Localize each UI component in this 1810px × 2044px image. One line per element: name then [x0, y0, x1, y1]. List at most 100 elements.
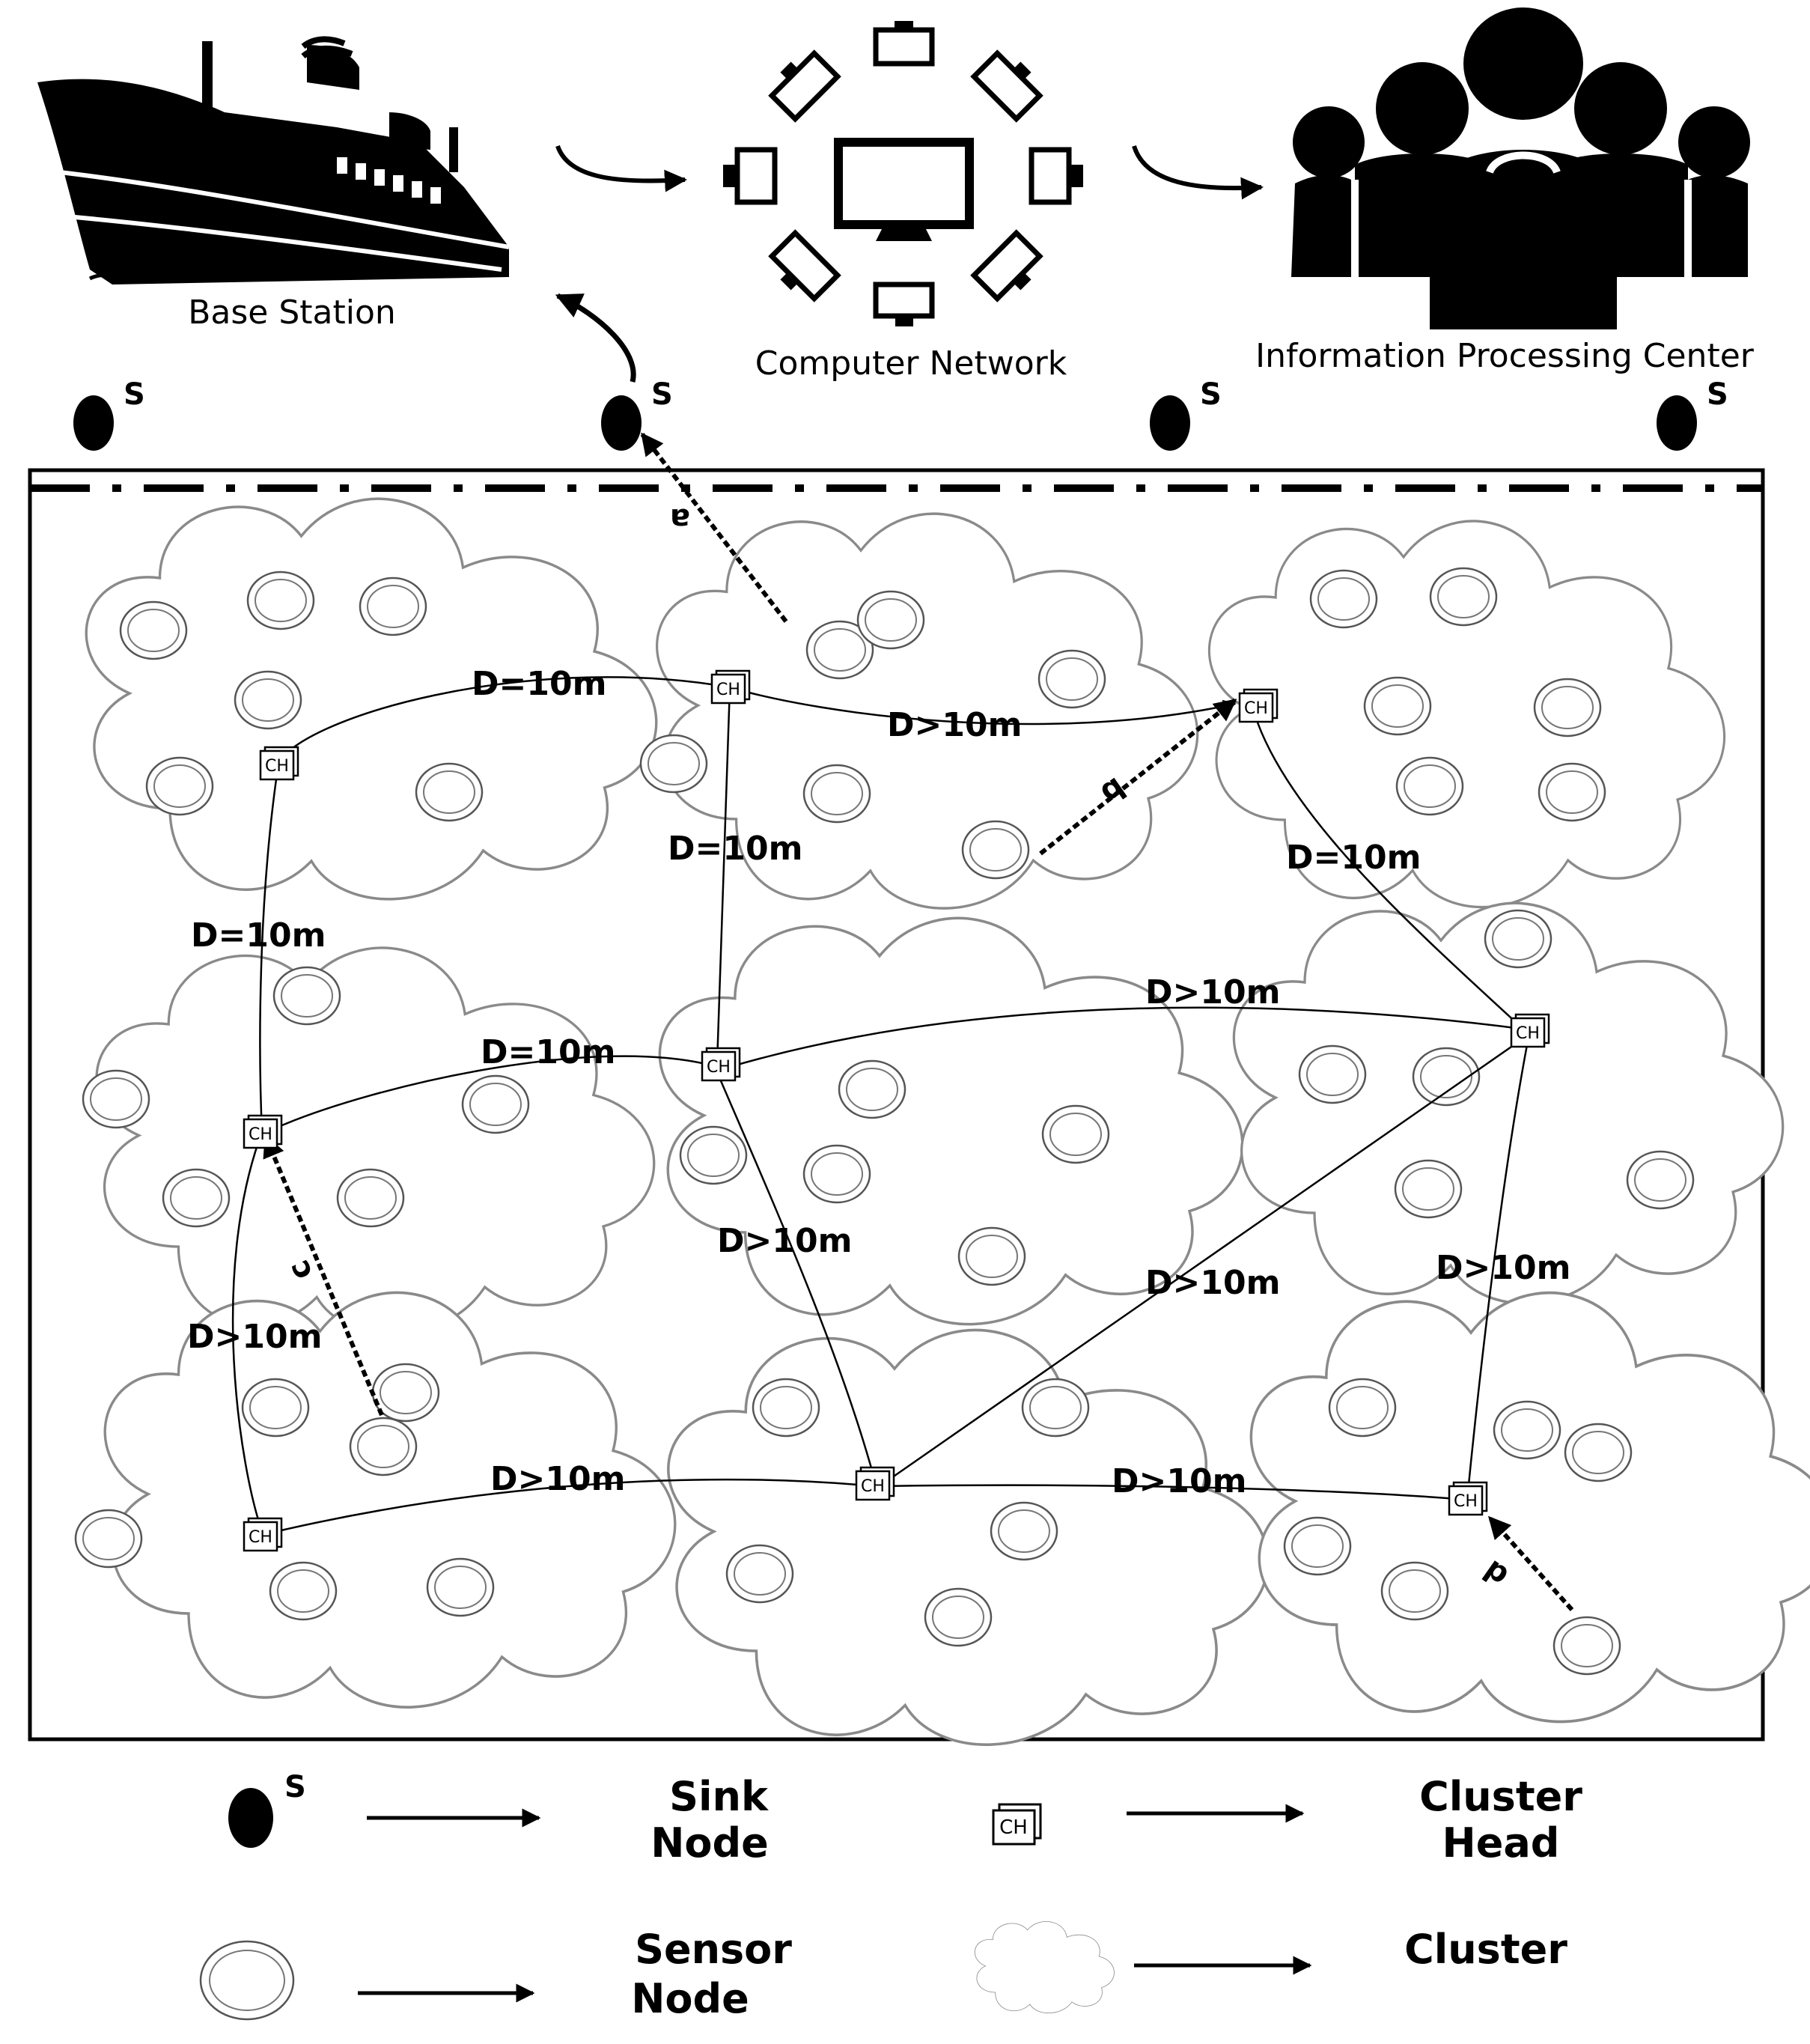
sensor-node — [1538, 762, 1606, 822]
svg-text:CH: CH — [249, 1528, 272, 1547]
sensor-node — [1564, 1423, 1633, 1482]
path-a — [640, 432, 788, 623]
people-group-icon — [1291, 7, 1750, 329]
sensor-node — [1041, 1104, 1110, 1164]
cluster-head: CH — [1448, 1481, 1488, 1516]
distance-label-11: D>10m — [187, 1318, 322, 1356]
sensor-node — [1484, 909, 1552, 969]
svg-text:S: S — [651, 377, 673, 412]
distance-label-3: D=10m — [668, 830, 802, 868]
sensor-node — [1533, 678, 1602, 737]
sensor-node — [957, 1226, 1026, 1286]
svg-text:CH: CH — [861, 1477, 885, 1496]
sensor-node — [961, 820, 1030, 880]
link-ch2-ch3 — [729, 686, 1237, 726]
cluster-head: CH — [243, 1114, 283, 1149]
sensor-node — [1380, 1561, 1449, 1621]
legend-sink-label-2: Node — [650, 1819, 769, 1867]
sensor-node — [1395, 756, 1464, 816]
sink-node-2: S — [601, 377, 673, 451]
svg-text:S: S — [124, 377, 145, 412]
sensor-node — [752, 1378, 820, 1438]
svg-text:CH: CH — [1244, 699, 1268, 718]
sensor-node — [1298, 1044, 1367, 1104]
legend-head-label-2: Head — [1442, 1819, 1560, 1867]
ch-links — [231, 676, 1534, 1536]
sensor-node — [924, 1587, 993, 1647]
svg-text:S: S — [284, 1770, 306, 1804]
legend-cluster-head: CH Cluster Head — [992, 1773, 1582, 1867]
path-a-label: a — [670, 502, 690, 536]
link-ch3-ch6 — [1256, 722, 1520, 1026]
svg-text:S: S — [1707, 377, 1728, 412]
link-ch5-ch6 — [729, 1006, 1528, 1068]
sensor-node — [336, 1168, 405, 1228]
svg-text:S: S — [1200, 377, 1222, 412]
sensor-node — [1309, 569, 1378, 629]
svg-text:CH: CH — [249, 1125, 272, 1144]
sensor-node — [241, 1378, 310, 1438]
link-ch8-ch6 — [879, 1032, 1532, 1488]
legend-cluster-label: Cluster — [1404, 1926, 1567, 1973]
legend: S Sink Node CH Cluster Head Sensor Node … — [199, 1770, 1582, 2022]
sensor-node — [1037, 649, 1106, 709]
distance-label-2: D>10m — [887, 706, 1022, 744]
sensor-node — [1021, 1378, 1090, 1438]
link-ch1-ch4 — [259, 763, 280, 1133]
link-ch7-ch8 — [261, 1478, 875, 1536]
sensor-node — [1493, 1400, 1561, 1460]
svg-text:CH: CH — [1516, 1024, 1540, 1043]
distance-label-6: D=10m — [481, 1033, 615, 1071]
distance-labels: D=10m D>10m D=10m D=10m D=10m D=10m D>10… — [187, 665, 1570, 1500]
flow-arrow-sink-to-base — [555, 293, 636, 383]
svg-text:CH: CH — [265, 757, 289, 776]
cluster-head: CH — [1238, 688, 1279, 723]
path-c — [263, 1134, 384, 1417]
sensor-node — [838, 1059, 906, 1119]
cluster-heads: CH CH CH CH CH CH CH CH CH — [243, 669, 1550, 1552]
sensor-node — [1394, 1159, 1463, 1219]
sink-node-1: S — [73, 377, 145, 451]
svg-text:CH: CH — [999, 1816, 1028, 1839]
sensor-node — [145, 756, 214, 816]
ship-icon — [37, 36, 510, 285]
info-center-label: Information Processing Center — [1255, 337, 1755, 375]
distance-label-10: D>10m — [1436, 1249, 1570, 1287]
distance-label-7: D>10m — [1145, 973, 1280, 1012]
sensor-node — [426, 1557, 495, 1617]
flow-arrow-base-to-network — [555, 145, 687, 192]
legend-cluster: Cluster — [974, 1921, 1567, 2014]
sensor-node — [1552, 1616, 1621, 1676]
legend-sensor-label-2: Node — [631, 1975, 749, 2022]
sensor-node — [725, 1544, 794, 1604]
sensor-node — [802, 1144, 871, 1204]
sensor-node — [1328, 1378, 1397, 1438]
sensor-node — [246, 571, 315, 630]
sink-node-4: S — [1657, 377, 1728, 451]
legend-sink-label-1: Sink — [669, 1773, 769, 1820]
sensor-node — [269, 1561, 338, 1621]
base-station-label: Base Station — [188, 293, 396, 332]
computer-network-icon — [723, 21, 1083, 326]
sensor-node — [856, 590, 925, 650]
svg-text:CH: CH — [1454, 1492, 1478, 1511]
link-ch9-ch6 — [1466, 1032, 1534, 1500]
cluster-head: CH — [243, 1517, 283, 1552]
svg-text:CH: CH — [707, 1058, 731, 1077]
cluster-head: CH — [855, 1466, 895, 1501]
sensor-node — [1429, 567, 1498, 627]
sensor-node — [1363, 676, 1432, 736]
sensor-node — [639, 734, 708, 794]
distance-label-8: D>10m — [717, 1222, 852, 1260]
sensor-node — [359, 577, 427, 636]
distance-label-5: D=10m — [191, 916, 326, 955]
sensor-node — [990, 1501, 1058, 1561]
sensor-node — [461, 1074, 530, 1134]
link-ch2-ch5 — [716, 687, 731, 1064]
legend-sensor-label-1: Sensor — [635, 1926, 792, 1973]
sink-node-3: S — [1150, 377, 1222, 451]
distance-label-4: D=10m — [1286, 839, 1421, 877]
distance-label-9: D>10m — [1145, 1264, 1280, 1302]
svg-text:CH: CH — [716, 681, 740, 699]
